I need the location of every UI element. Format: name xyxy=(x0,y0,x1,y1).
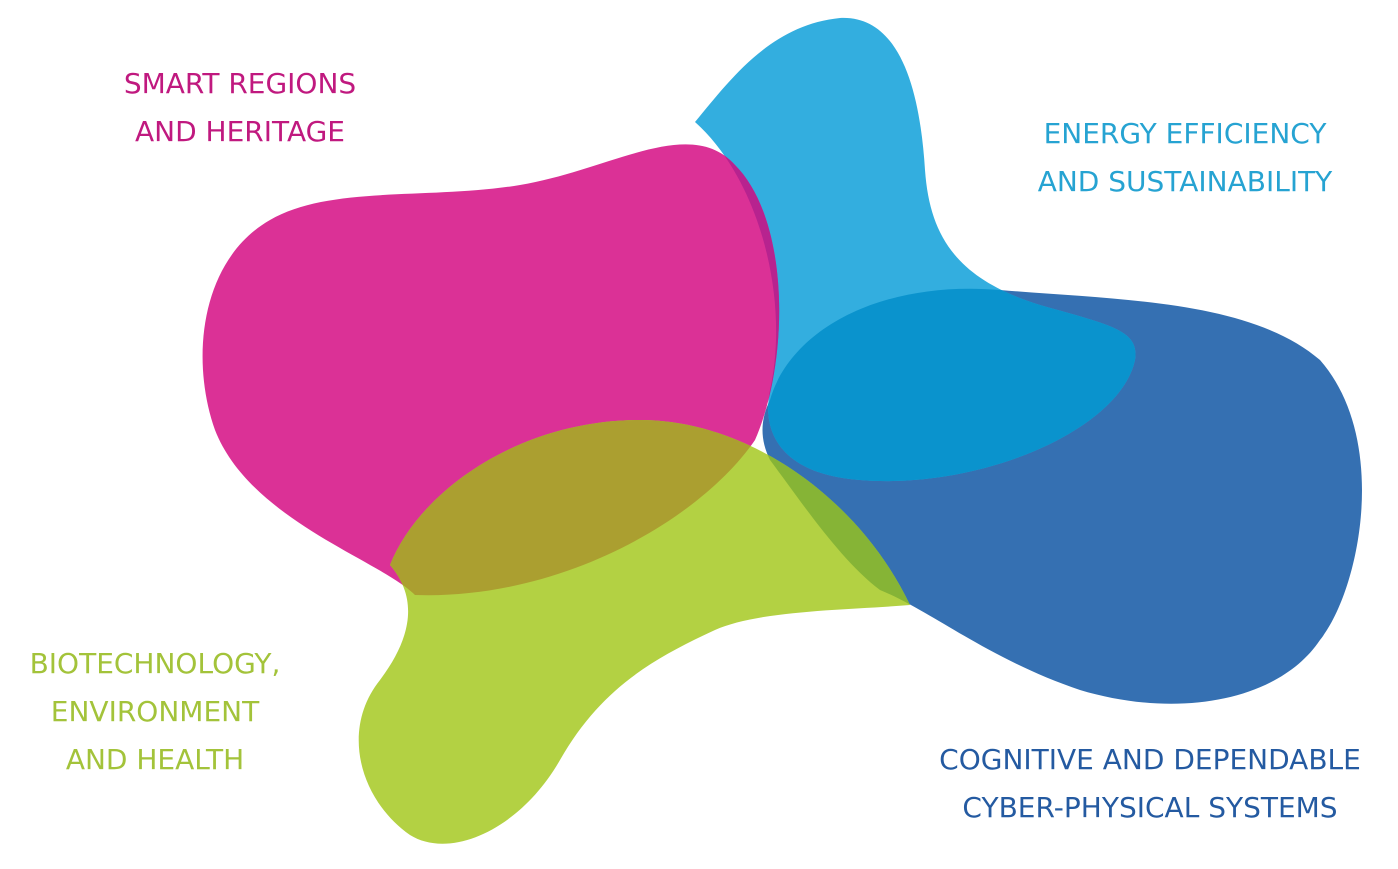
label-line: AND SUSTAINABILITY xyxy=(1037,165,1333,198)
label-line: ENVIRONMENT xyxy=(50,695,260,728)
label-line: CYBER-PHYSICAL SYSTEMS xyxy=(962,791,1338,824)
label-line: ENERGY EFFICIENCY xyxy=(1043,117,1327,150)
label-energy-efficiency-and-sustainability: ENERGY EFFICIENCY AND SUSTAINABILITY xyxy=(1000,110,1370,206)
label-line: AND HERITAGE xyxy=(135,115,345,148)
label-line: SMART REGIONS xyxy=(123,67,357,100)
label-line: BIOTECHNOLOGY, xyxy=(29,647,281,680)
label-smart-regions-and-heritage: SMART REGIONS AND HERITAGE xyxy=(90,60,390,156)
label-biotechnology-environment-and-health: BIOTECHNOLOGY, ENVIRONMENT AND HEALTH xyxy=(0,640,310,784)
label-cognitive-and-dependable-cyber-physical-systems: COGNITIVE AND DEPENDABLE CYBER-PHYSICAL … xyxy=(905,736,1395,832)
label-line: COGNITIVE AND DEPENDABLE xyxy=(939,743,1361,776)
label-line: AND HEALTH xyxy=(65,743,245,776)
